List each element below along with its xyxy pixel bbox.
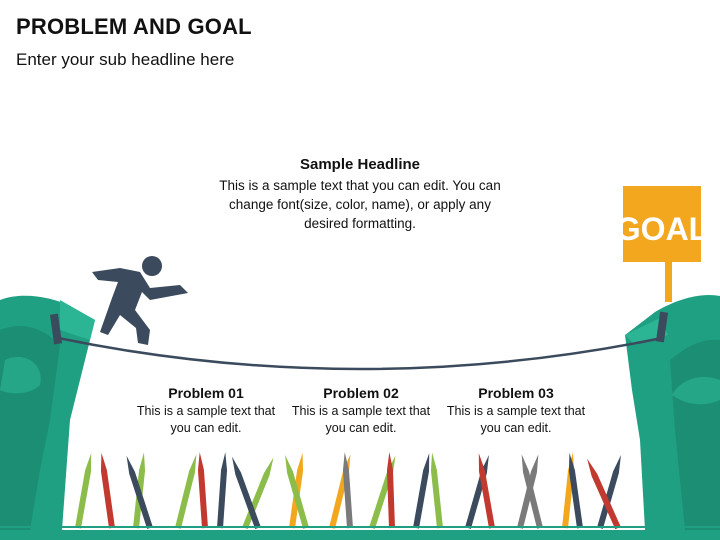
goal-sign-label: GOAL (616, 211, 708, 247)
footer-bar (0, 530, 720, 540)
stake-11 (285, 454, 309, 529)
stake-6 (197, 452, 208, 529)
stake-15 (386, 452, 395, 529)
stake-2 (100, 452, 115, 529)
stake-21 (521, 454, 543, 529)
problem-2-text: This is a sample text that you can edit. (291, 404, 431, 435)
problem-3: Problem 03 This is a sample text that yo… (441, 385, 591, 437)
stake-19 (478, 453, 495, 529)
stakes-group (75, 452, 621, 530)
stake-5 (175, 454, 197, 529)
left-rope-post (49, 313, 63, 345)
left-cliff (0, 295, 95, 530)
stake-13 (342, 452, 353, 529)
problem-2: Problem 02 This is a sample text that yo… (286, 385, 436, 437)
problem-3-text: This is a sample text that you can edit. (446, 404, 586, 435)
problem-3-title: Problem 03 (478, 385, 554, 401)
stake-17 (430, 452, 443, 529)
stake-4 (126, 455, 153, 529)
problem-1-text: This is a sample text that you can edit. (136, 404, 276, 435)
goal-sign (623, 186, 701, 302)
stake-9 (232, 456, 261, 530)
slide-subtitle: Enter your sub headline here (16, 50, 235, 69)
stake-24 (597, 454, 621, 529)
stake-16 (413, 453, 430, 529)
problem-1-title: Problem 01 (168, 385, 244, 401)
headline-block: Sample Headline This is a sample text th… (210, 156, 510, 233)
right-cliff (625, 294, 720, 530)
slide-title: PROBLEM AND GOAL (16, 14, 252, 39)
footer-line (0, 526, 720, 528)
stake-25 (587, 458, 621, 530)
stake-20 (517, 454, 539, 529)
stake-7 (217, 452, 228, 529)
stake-23 (568, 452, 583, 529)
headline-text: This is a sample text that you can edit.… (219, 178, 501, 231)
problem-2-title: Problem 02 (323, 385, 399, 401)
headline-title: Sample Headline (299, 156, 421, 173)
tightrope (57, 336, 663, 371)
problem-1: Problem 01 This is a sample text that yo… (131, 385, 281, 437)
stake-1 (75, 453, 92, 529)
person-figure (92, 256, 188, 345)
right-rope-post (655, 311, 669, 343)
